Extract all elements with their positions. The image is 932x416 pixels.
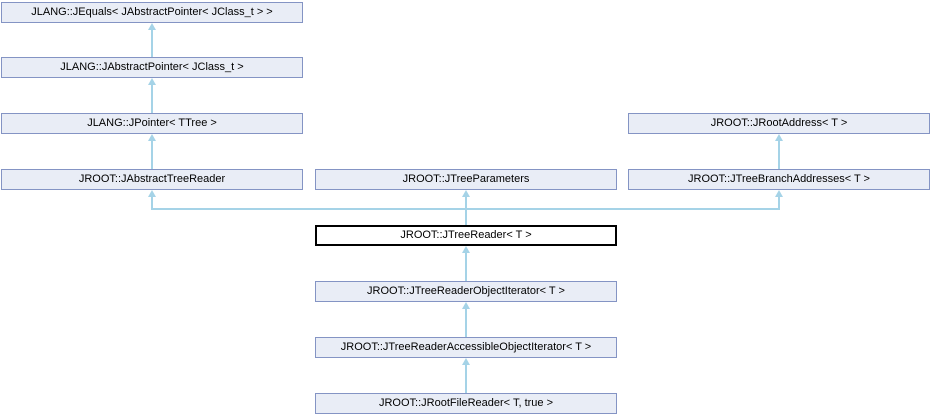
class-node-jabstracttreereader[interactable]: JROOT::JAbstractTreeReader — [1, 169, 303, 190]
arrow-up-icon — [462, 246, 470, 253]
class-node-jrootaddress[interactable]: JROOT::JRootAddress< T > — [628, 113, 930, 134]
inheritance-edge-line — [151, 196, 153, 208]
class-node-jtreereaderobjectiterator[interactable]: JROOT::JTreeReaderObjectIterator< T > — [315, 281, 617, 302]
arrow-up-icon — [148, 78, 156, 85]
arrow-up-icon — [775, 190, 783, 197]
inheritance-edge-line — [778, 140, 780, 169]
class-node-jtreereader: JROOT::JTreeReader< T > — [315, 225, 617, 246]
inheritance-edge-line — [465, 252, 467, 281]
inheritance-edge-line — [465, 308, 467, 337]
inheritance-edge-line — [465, 208, 467, 225]
arrow-up-icon — [148, 23, 156, 30]
arrow-up-icon — [462, 190, 470, 197]
inheritance-edge-line — [778, 196, 780, 208]
class-node-jtreebranchaddresses[interactable]: JROOT::JTreeBranchAddresses< T > — [628, 169, 930, 190]
inheritance-edge-line — [465, 196, 467, 208]
arrow-up-icon — [148, 190, 156, 197]
inheritance-edge-line — [151, 140, 153, 169]
class-node-jpointer[interactable]: JLANG::JPointer< TTree > — [1, 113, 303, 134]
arrow-up-icon — [775, 134, 783, 141]
arrow-up-icon — [148, 134, 156, 141]
inheritance-edge-line — [465, 364, 467, 393]
class-node-jequals[interactable]: JLANG::JEquals< JAbstractPointer< JClass… — [1, 2, 303, 23]
arrow-up-icon — [462, 358, 470, 365]
class-node-jrootfilereader[interactable]: JROOT::JRootFileReader< T, true > — [315, 393, 617, 414]
inheritance-edge-line — [151, 29, 153, 57]
arrow-up-icon — [462, 302, 470, 309]
class-node-jabstractpointer[interactable]: JLANG::JAbstractPointer< JClass_t > — [1, 57, 303, 78]
class-node-jtreeparameters[interactable]: JROOT::JTreeParameters — [315, 169, 617, 190]
inheritance-edge-line — [151, 84, 153, 113]
class-node-jtreereaderaccessible[interactable]: JROOT::JTreeReaderAccessibleObjectIterat… — [315, 337, 617, 358]
